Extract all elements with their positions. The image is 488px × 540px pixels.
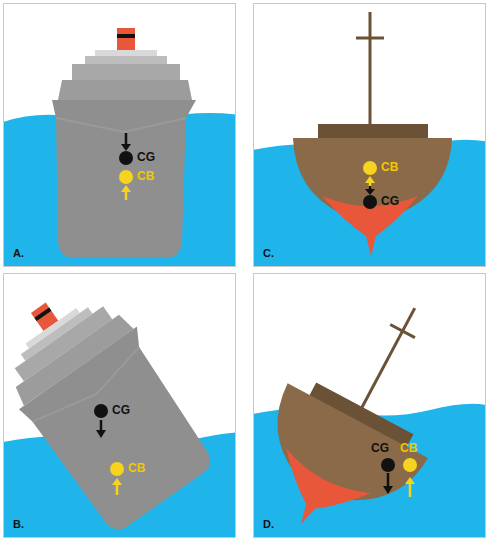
sailing-ship (293, 12, 452, 256)
panel-d-art (253, 273, 486, 538)
panel-c-art (253, 12, 486, 267)
panel-letter: C. (263, 247, 274, 259)
point-label: CB (137, 169, 154, 183)
gravity-arrow (387, 473, 390, 488)
panel-a-art (3, 28, 236, 267)
center-of-buoyancy-dot: CB (403, 458, 417, 472)
figure-panel: D. CG CB (253, 273, 486, 538)
gravity-arrow-head (383, 486, 393, 494)
center-of-gravity-dot: CG (119, 151, 133, 165)
buoyancy-arrow-head (405, 477, 415, 484)
panel-letter: D. (263, 518, 274, 530)
panel-letter: A. (13, 247, 24, 259)
point-label: CB (400, 441, 417, 455)
buoyancy-arrow-head (112, 478, 122, 485)
center-of-buoyancy-dot: CB (363, 161, 377, 175)
sailing-ship-tilted (253, 273, 486, 538)
point-label: CB (381, 160, 398, 174)
gravity-arrow-head (96, 430, 106, 438)
cruise-ship (52, 28, 196, 258)
panel-letter: B. (13, 518, 24, 530)
center-of-gravity-dot: CG (381, 458, 395, 472)
buoyancy-arrow (409, 482, 412, 497)
figure-panel: A. CG CB (3, 3, 236, 267)
point-label: CG (371, 441, 389, 455)
cruise-ship-tilted (3, 273, 228, 538)
point-label: CB (128, 461, 145, 475)
panel-b-art (3, 273, 236, 538)
center-of-gravity-dot: CG (363, 195, 377, 209)
point-label: CG (137, 150, 155, 164)
center-of-gravity-dot: CG (94, 404, 108, 418)
point-label: CG (112, 403, 130, 417)
gravity-arrow-head (121, 144, 131, 151)
center-of-buoyancy-dot: CB (119, 170, 133, 184)
center-of-buoyancy-dot: CB (110, 462, 124, 476)
point-label: CG (381, 194, 399, 208)
buoyancy-arrow-head (365, 176, 375, 183)
figure-panel: C. CB CG (253, 3, 486, 267)
figure-panel: B. CG CB (3, 273, 236, 538)
buoyancy-arrow-head (121, 185, 131, 192)
